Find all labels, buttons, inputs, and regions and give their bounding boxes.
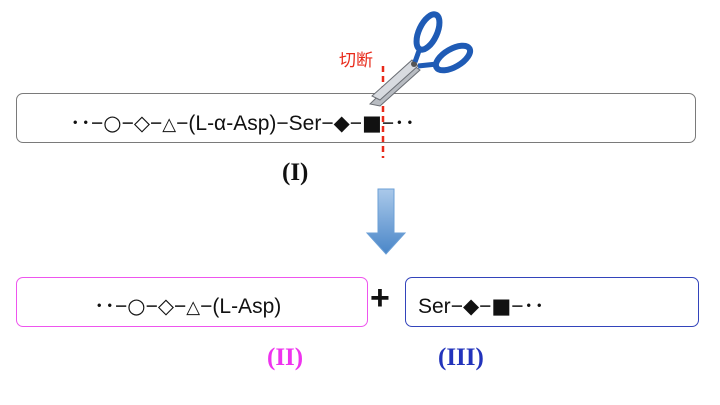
residue-l-asp: (L-Asp): [212, 295, 282, 318]
bond: −: [150, 112, 163, 135]
molecule-iii-box: [405, 277, 699, 327]
circle-symbol: ○: [103, 111, 122, 135]
triangle-symbol: △: [162, 114, 177, 135]
circle-symbol: ○: [127, 294, 146, 318]
bond: −: [450, 295, 463, 318]
filled-diamond-symbol: ◆: [462, 294, 480, 318]
molecule-i-box: [16, 93, 696, 143]
bond: −: [121, 112, 134, 135]
chain-end-dots: ･･: [394, 112, 416, 135]
bond: −: [321, 112, 334, 135]
diamond-symbol: ◇: [133, 111, 151, 135]
bond: −: [276, 112, 289, 135]
residue-ser: Ser: [418, 295, 451, 318]
bond: −: [479, 295, 492, 318]
molecule-ii-box: [16, 277, 368, 327]
bond: −: [174, 295, 187, 318]
chain-start-dots: ･･−: [94, 295, 128, 318]
residue-l-alpha-asp: (L-α-Asp): [188, 112, 277, 135]
filled-square-symbol: ■: [362, 111, 382, 135]
molecule-ii-chain: ･･−○−◇−△−(L-Asp): [94, 290, 281, 320]
chain-start-dots: ･･−: [70, 112, 104, 135]
cut-label: 切断: [339, 51, 373, 70]
molecule-i-label: (I): [282, 159, 309, 186]
chain-end-dots: ･･: [523, 295, 545, 318]
bond: −: [381, 112, 395, 135]
molecule-ii-label: (II): [267, 344, 304, 371]
bond: −: [145, 295, 158, 318]
molecule-i-chain: ･･−○−◇−△−(L-α-Asp)−Ser−◆−■−･･: [70, 107, 415, 137]
filled-square-symbol: ■: [491, 294, 512, 318]
residue-ser: Ser: [288, 112, 322, 135]
bond: −: [176, 112, 189, 135]
bond: −: [349, 112, 363, 135]
bond: −: [200, 295, 213, 318]
bond: −: [511, 295, 524, 318]
molecule-iii-label: (III): [438, 344, 484, 371]
filled-diamond-symbol: ◆: [333, 111, 350, 135]
plus-sign: +: [370, 279, 390, 317]
diamond-symbol: ◇: [157, 294, 175, 318]
molecule-iii-chain: Ser−◆−■−･･: [418, 290, 544, 320]
triangle-symbol: △: [186, 297, 201, 318]
